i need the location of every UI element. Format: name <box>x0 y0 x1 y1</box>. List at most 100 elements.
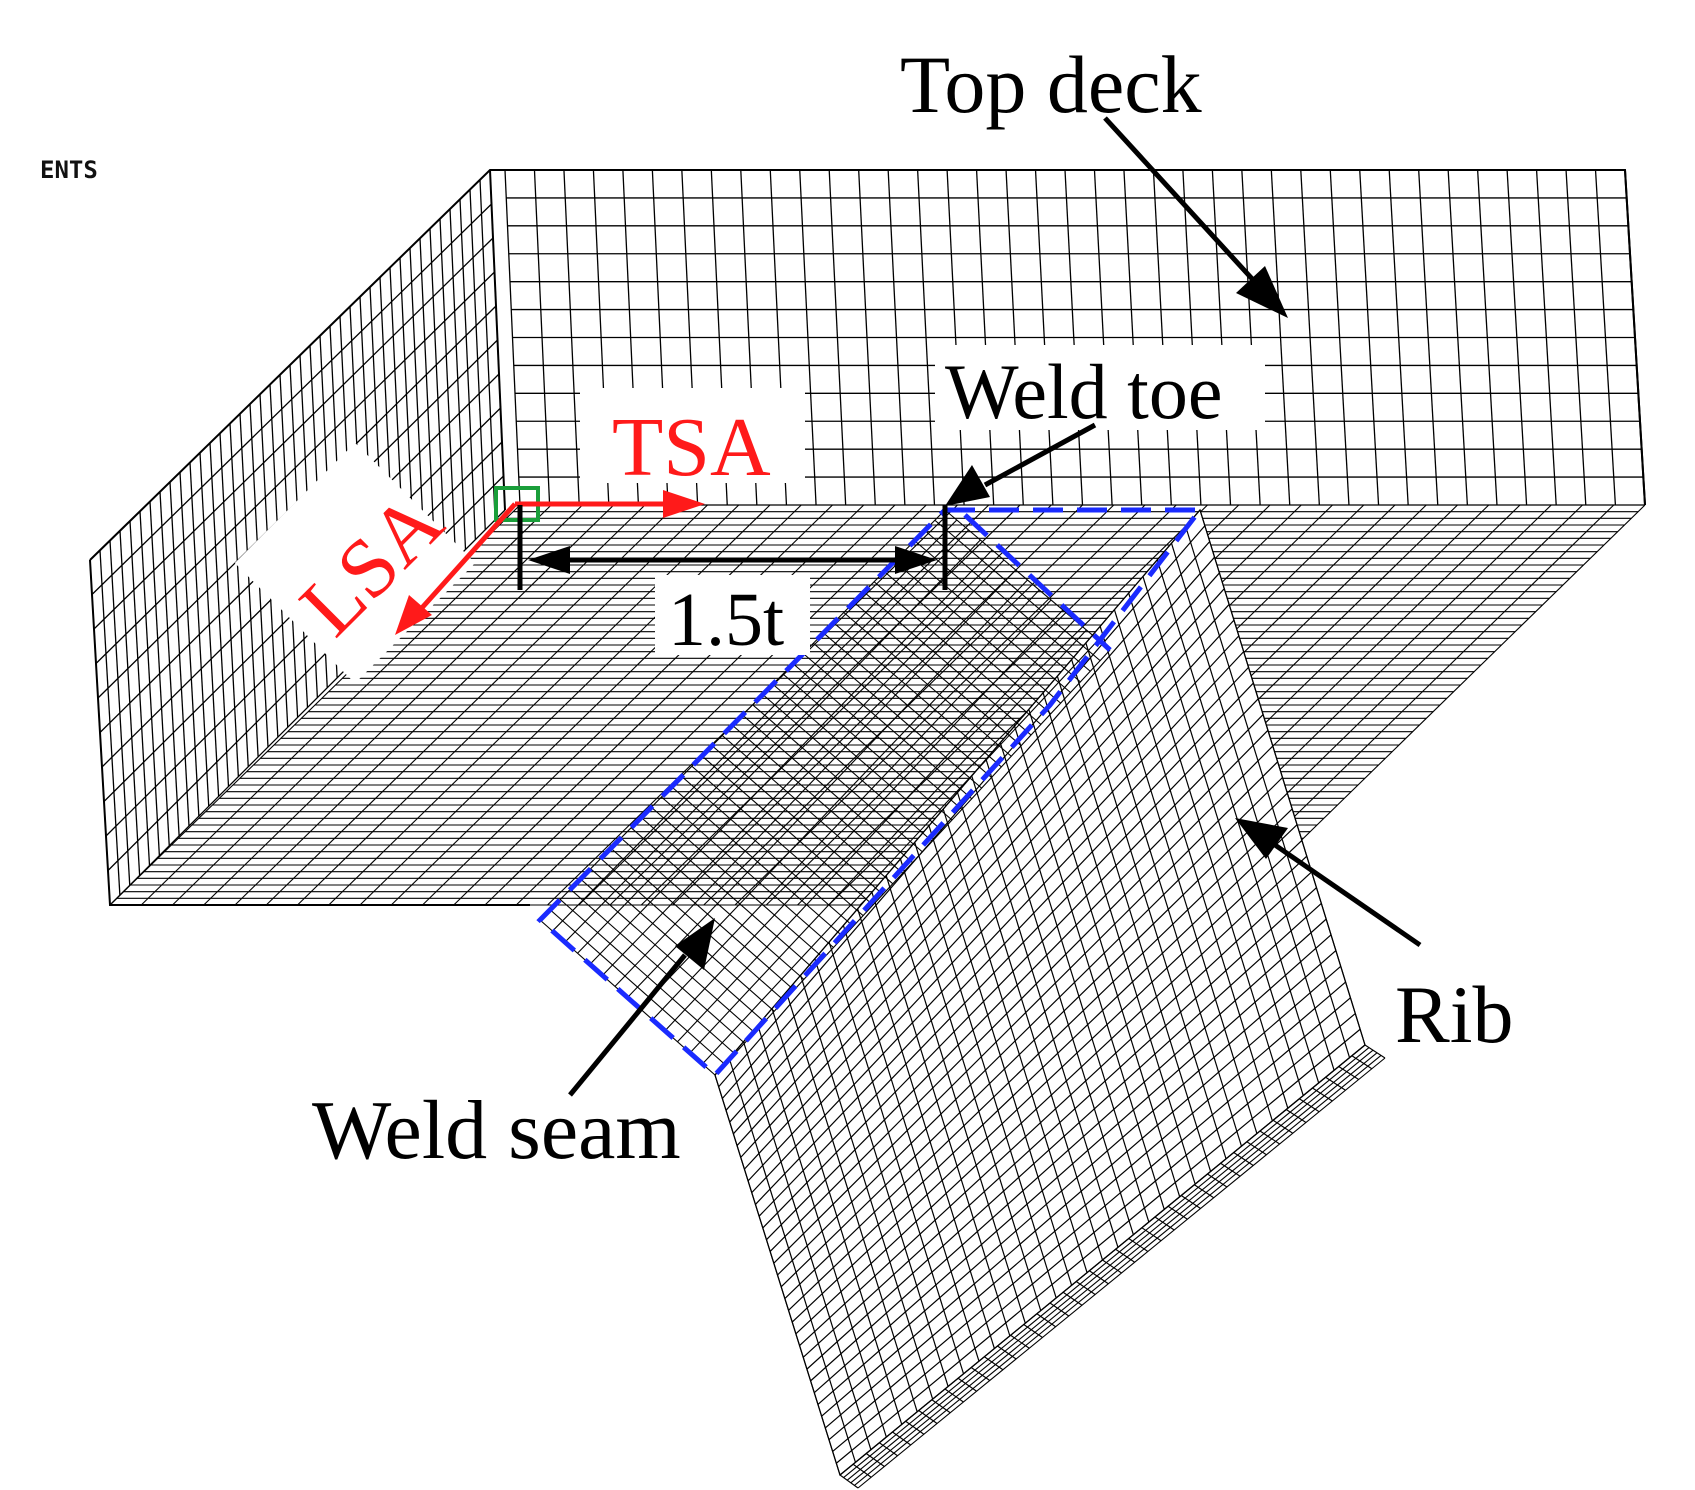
lsa-axis-arrow <box>395 502 517 635</box>
mesh-line <box>1220 1162 1241 1177</box>
mesh-line <box>1089 1270 1109 1285</box>
tsa-axis-arrow <box>515 490 705 518</box>
mesh-line <box>265 504 677 906</box>
mesh-line <box>795 855 1308 1335</box>
mesh-line <box>614 569 1017 987</box>
top-deck-arrow <box>1103 116 1288 318</box>
mesh-line <box>714 509 1201 1076</box>
mesh-line <box>652 599 1052 1021</box>
mesh-line <box>879 1442 898 1457</box>
mesh-line <box>1325 1076 1346 1091</box>
mesh-line <box>824 981 1346 1429</box>
mesh-line <box>931 1399 951 1414</box>
mesh-line <box>997 1345 1017 1360</box>
mesh-line <box>762 714 1264 1229</box>
mesh-line <box>203 504 615 906</box>
mesh-line <box>93 237 494 630</box>
rib-mesh <box>714 508 1366 1477</box>
top-deck-label: Top deck <box>900 39 1202 130</box>
mesh-line <box>788 824 1298 1311</box>
mesh-line <box>640 504 1052 906</box>
mesh-line <box>1128 1238 1149 1252</box>
mesh-line <box>1049 1302 1070 1317</box>
mesh-line <box>1010 1334 1030 1349</box>
mesh-line <box>791 840 1303 1323</box>
mesh-line <box>1312 1087 1333 1102</box>
mesh-line <box>835 1028 1361 1464</box>
mesh-line <box>780 792 1288 1288</box>
mesh-line <box>850 1052 1378 1484</box>
mesh-line <box>810 918 1327 1382</box>
mesh-line <box>984 1356 1004 1371</box>
mesh-line <box>802 887 1317 1358</box>
mesh-line <box>747 651 1245 1182</box>
mesh-line <box>839 1044 1366 1476</box>
mesh-line <box>664 609 1064 1032</box>
tsa-label-bg <box>580 388 805 483</box>
mesh-line <box>578 504 990 906</box>
mesh-line <box>854 1054 1382 1486</box>
distance-dimension <box>517 505 948 590</box>
mesh-line <box>970 1367 991 1381</box>
rib-label: Rib <box>1395 969 1513 1060</box>
mesh-line <box>1180 1195 1201 1209</box>
mesh-line <box>703 504 1115 906</box>
mesh-line <box>1194 1184 1215 1199</box>
mesh-line <box>1246 1141 1267 1156</box>
mesh-line <box>766 729 1269 1241</box>
mesh-line <box>1299 1098 1320 1113</box>
mesh-line <box>484 504 896 906</box>
mesh-line <box>602 559 1005 976</box>
mesh-line <box>1154 1216 1175 1231</box>
mesh-line <box>1141 1227 1162 1242</box>
weld-seam-arrow <box>568 918 715 1097</box>
mesh-line <box>751 666 1249 1194</box>
mesh-line <box>702 639 1099 1065</box>
mesh-line <box>1234 504 1646 906</box>
mesh-line <box>846 1049 1374 1481</box>
mesh-line <box>740 619 1235 1158</box>
mesh-line <box>892 1431 912 1446</box>
mesh-line <box>515 504 927 906</box>
mesh-line <box>105 441 503 837</box>
mesh-line <box>552 519 958 932</box>
mesh-line <box>627 579 1028 998</box>
mesh-line <box>799 871 1313 1347</box>
mesh-line <box>957 1377 977 1392</box>
mesh-line <box>736 604 1230 1146</box>
mesh-line <box>1102 1259 1122 1274</box>
distance-label-bg <box>655 575 810 655</box>
mesh-line <box>806 902 1322 1370</box>
front-face-mesh <box>109 504 1646 906</box>
mesh-line <box>813 934 1332 1394</box>
mesh-line <box>839 1474 859 1489</box>
mesh-line <box>817 950 1337 1405</box>
mesh-line <box>725 556 1216 1111</box>
mesh-line <box>797 504 1208 906</box>
mesh-line <box>821 965 1342 1417</box>
mesh-line <box>95 271 495 664</box>
mesh-line <box>784 808 1293 1299</box>
mesh-line <box>1036 1313 1056 1328</box>
mesh-line <box>843 1047 1370 1479</box>
mesh-line <box>1023 1324 1043 1338</box>
mesh-line <box>729 572 1220 1123</box>
mesh-line <box>918 1410 938 1424</box>
mesh-line <box>589 549 993 965</box>
mesh-line <box>1272 1119 1294 1134</box>
mesh-line <box>1207 1173 1228 1188</box>
mesh-line <box>172 504 583 906</box>
mesh-line <box>944 1388 964 1403</box>
mesh-line <box>773 761 1279 1264</box>
distance-label: 1.5t <box>668 578 784 662</box>
mesh-line <box>577 539 981 954</box>
mesh-line <box>755 682 1254 1205</box>
mesh-line <box>769 745 1274 1252</box>
mesh-line <box>453 504 865 906</box>
mesh-line <box>1233 1152 1254 1166</box>
weld-region-box <box>536 507 1206 1079</box>
weld-seam-label: Weld seam <box>312 1084 681 1177</box>
mesh-line <box>140 504 552 906</box>
mesh-line <box>852 1463 872 1478</box>
